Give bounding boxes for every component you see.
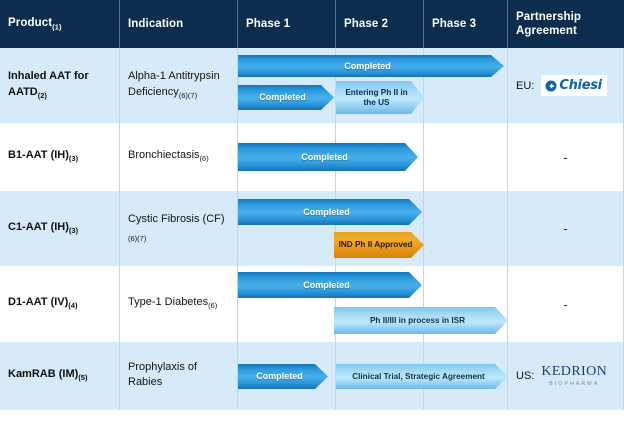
partnership-region: EU: [516,79,535,92]
column-header-partnership-label: Partnership Agreement [516,10,582,37]
cell-indication: Alpha-1 Antitrypsin Deficiency(6)(7) [120,48,238,123]
cell-product: B1-AAT (IH)(3) [0,123,120,191]
column-header-phase1: Phase 1 [238,0,336,48]
table-row: D1-AAT (IV)(4) Type-1 Diabetes(6) - Comp… [0,266,624,342]
indication-name: Alpha-1 Antitrypsin Deficiency [128,70,220,98]
indication-note: (6) [199,154,209,164]
cell-phase3 [424,266,508,342]
table-row: C1-AAT (IH)(3) Cystic Fibrosis (CF) (6)(7… [0,191,624,266]
table-row: Inhaled AAT for AATD(2) Alpha-1 Antitryp… [0,48,624,123]
cell-indication: Prophylaxis of Rabies [120,342,238,410]
partnership-empty: - [563,296,568,312]
column-header-product-note: (1) [52,22,62,32]
cell-product: D1-AAT (IV)(4) [0,266,120,342]
cell-indication: Cystic Fibrosis (CF) (6)(7) [120,191,238,266]
indication-name: Cystic Fibrosis (CF) [128,213,225,225]
cell-phase1 [238,191,336,266]
cell-product: Inhaled AAT for AATD(2) [0,48,120,123]
product-name: C1-AAT (IH) [8,220,69,233]
product-name: B1-AAT (IH) [8,149,69,162]
product-note: (4) [68,301,78,311]
cell-phase2 [336,191,424,266]
product-note: (3) [68,226,79,236]
partnership-region: US: [516,369,535,382]
cell-phase3 [424,191,508,266]
product-note: (2) [37,91,47,101]
cell-indication: Type-1 Diabetes(6) [120,266,238,342]
cell-phase2 [336,48,424,123]
product-name: KamRAB (IM) [8,368,79,381]
column-header-phase1-label: Phase 1 [246,17,291,30]
column-header-phase3-label: Phase 3 [432,17,477,30]
indication-note: (6)(7) [178,91,198,101]
cell-partnership: - [508,123,624,191]
circle-arrow-icon [545,80,557,91]
product-note: (5) [78,373,88,383]
column-header-partnership: Partnership Agreement [508,0,624,48]
cell-phase1 [238,342,336,410]
cell-partnership: - [508,191,624,266]
cell-product: KamRAB (IM)(5) [0,342,120,410]
column-header-indication-label: Indication [128,17,184,30]
cell-partnership: US: KEDRION BIOPHARMA [508,342,624,410]
cell-product: C1-AAT (IH)(3) [0,191,120,266]
cell-phase3 [424,48,508,123]
cell-phase1 [238,123,336,191]
cell-phase2 [336,123,424,191]
indication-name: Type-1 Diabetes [128,296,209,309]
table-header-row: Product(1) Indication Phase 1 Phase 2 Ph… [0,0,624,50]
partnership-empty: - [563,149,568,165]
partnership-empty: - [563,221,568,236]
column-header-phase2: Phase 2 [336,0,424,48]
indication-note: (6)(7) [128,234,147,244]
cell-phase2 [336,342,424,410]
cell-phase3 [424,123,508,191]
kedrion-logo: KEDRION BIOPHARMA [541,365,607,387]
kedrion-tagline: BIOPHARMA [549,380,600,387]
cell-phase2 [336,266,424,342]
cell-phase1 [238,266,336,342]
column-header-phase2-label: Phase 2 [344,17,389,30]
product-name: Inhaled AAT for AATD [8,70,89,98]
cell-phase1 [238,48,336,123]
product-name: D1-AAT (IV) [8,296,69,309]
cell-partnership: EU: Chiesi [508,48,624,123]
cell-indication: Bronchiectasis(6) [120,123,238,191]
kedrion-wordmark: KEDRION [541,364,608,380]
product-note: (3) [68,154,79,164]
column-header-product-label: Product [8,17,53,30]
indication-note: (6) [208,301,218,311]
column-header-product: Product(1) [0,0,120,48]
chiesi-wordmark: Chiesi [559,78,602,93]
chiesi-logo: Chiesi [541,75,607,96]
column-header-phase3: Phase 3 [424,0,508,48]
cell-partnership: - [508,266,624,342]
column-header-indication: Indication [120,0,238,48]
indication-name: Prophylaxis of Rabies [128,360,198,389]
cell-phase3 [424,342,508,410]
indication-name: Bronchiectasis [128,149,200,162]
table-row: KamRAB (IM)(5) Prophylaxis of Rabies US:… [0,342,624,410]
table-row: B1-AAT (IH)(3) Bronchiectasis(6) - Compl… [0,123,624,191]
